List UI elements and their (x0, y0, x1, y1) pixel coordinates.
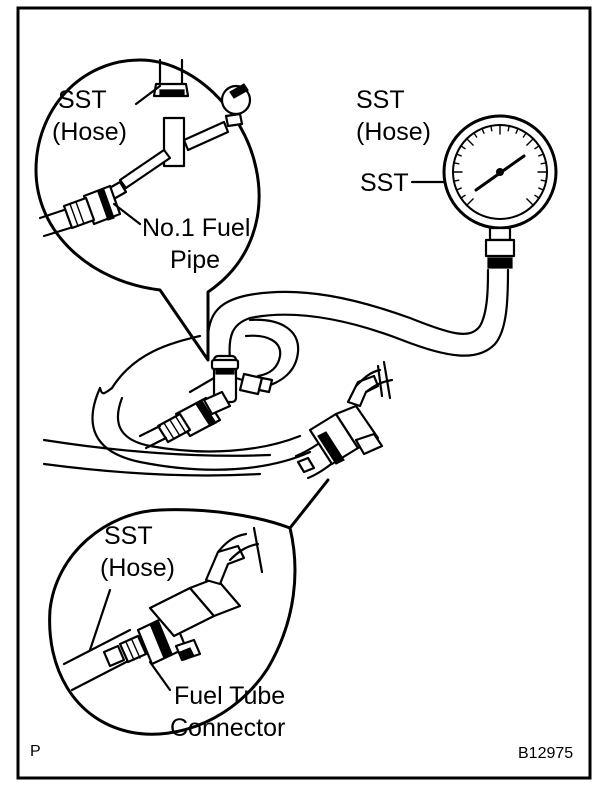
gauge-tick (538, 153, 545, 157)
gauge-tick (460, 194, 466, 199)
fuel-pipe-label-line1: No.1 Fuel (142, 214, 250, 242)
gauge-tick (540, 162, 547, 165)
pressure-gauge-icon (442, 114, 558, 269)
gauge-tick (453, 179, 460, 182)
gauge-tick (507, 125, 510, 132)
top-detail-callout (34, 58, 261, 362)
corner-p-label: P (30, 743, 41, 760)
gauge-sst-label: SST (360, 169, 409, 197)
gauge-tick (526, 138, 534, 146)
gauge-tick (473, 132, 478, 138)
gauge-tick (526, 198, 534, 206)
gauge-tick (455, 153, 462, 157)
figure-code: B12975 (518, 745, 573, 762)
gauge-tick (515, 127, 519, 134)
right-sst-label: SST (356, 86, 405, 114)
gauge-tick (534, 145, 540, 150)
diagram-frame (16, 6, 592, 780)
gauge-tick (460, 145, 466, 150)
gauge-tick (466, 138, 474, 146)
gauge-tick (455, 187, 462, 191)
gauge-tick (522, 132, 527, 138)
bottom-hose-label: (Hose) (100, 554, 175, 582)
gauge-tick (538, 187, 545, 191)
gauge-tick (490, 125, 493, 132)
gauge-tick (466, 198, 474, 206)
top-sst-label: SST (58, 86, 107, 114)
gauge-tick (481, 127, 485, 134)
top-hose-label: (Hose) (52, 118, 127, 146)
main-quick-connector (294, 360, 394, 480)
gauge-tick (540, 179, 547, 182)
fuel-pipe-label-line2: Pipe (170, 246, 220, 274)
connector-label-line2: Connector (170, 714, 285, 742)
main-assembly (42, 114, 558, 480)
main-fuel-pipe-connector (138, 390, 232, 450)
gauge-tick (453, 162, 460, 165)
right-hose-label: (Hose) (356, 118, 431, 146)
bottom-detail-callout (48, 478, 330, 736)
bottom-sst-label: SST (104, 522, 153, 550)
gauge-tick (534, 194, 540, 199)
connector-label-line1: Fuel Tube (174, 682, 285, 710)
